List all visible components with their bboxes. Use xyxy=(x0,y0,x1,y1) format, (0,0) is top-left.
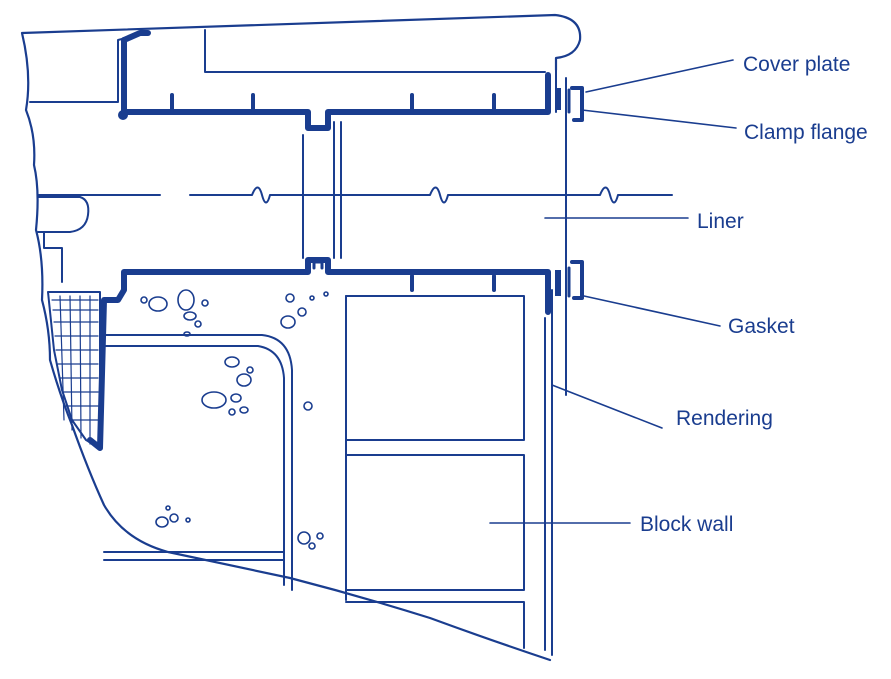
upper-flange-ribs xyxy=(170,93,496,112)
step-riser xyxy=(43,231,63,283)
upper-flange-lip xyxy=(121,30,151,43)
step-block xyxy=(37,196,90,233)
clamp-flange-bottom xyxy=(570,260,584,300)
lower-flange-notch xyxy=(312,260,324,270)
label-block-wall: Block wall xyxy=(640,513,734,536)
mesh-grid xyxy=(51,295,99,445)
aggregate-stones xyxy=(140,289,329,550)
deck-edge xyxy=(29,32,146,103)
coping-slab xyxy=(204,29,546,73)
upper-flange-rivet xyxy=(118,110,128,120)
break-line xyxy=(37,186,673,204)
wall-face xyxy=(544,69,567,656)
cover-plate-bottom xyxy=(555,270,561,296)
cutaway-outline xyxy=(20,13,582,662)
leader-rendering xyxy=(551,384,663,429)
label-gasket: Gasket xyxy=(728,315,795,338)
upper-flange xyxy=(121,37,551,131)
mesh-basket xyxy=(47,291,101,449)
label-clamp-flange: Clamp flange xyxy=(744,121,868,144)
leader-cover-plate xyxy=(585,59,734,93)
footing xyxy=(103,334,293,591)
label-liner: Liner xyxy=(697,210,744,233)
cover-plate-top xyxy=(555,88,561,110)
block-wall xyxy=(345,295,525,649)
clamp-flange-top xyxy=(570,86,584,122)
label-cover-plate: Cover plate xyxy=(743,53,851,76)
leader-clamp-flange xyxy=(581,109,737,129)
center-channel xyxy=(302,121,342,259)
lower-flange-ribs xyxy=(410,274,496,292)
label-rendering: Rendering xyxy=(676,407,773,430)
lower-flange xyxy=(87,257,551,451)
leader-gasket xyxy=(583,295,721,327)
leader-lines xyxy=(489,59,737,524)
